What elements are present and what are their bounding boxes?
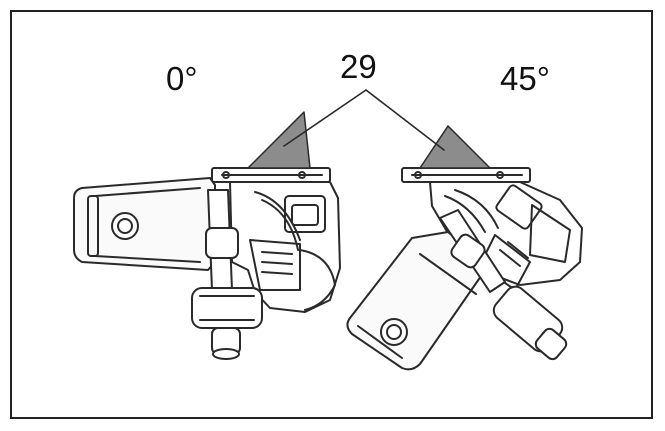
tool-45-degrees [346,167,583,371]
callout-number: 29 [340,48,377,85]
knob-right [492,285,568,361]
housing-screw-right [380,318,408,346]
knob-left [191,287,263,360]
callout-leaders [283,89,445,151]
guide-triangle-left [247,111,311,169]
tool-0-degrees [73,167,341,360]
guide-triangle-right [419,125,491,169]
angle-label-45: 45° [500,60,550,97]
angle-label-0: 0° [166,60,198,97]
housing-screw-left [111,212,139,240]
